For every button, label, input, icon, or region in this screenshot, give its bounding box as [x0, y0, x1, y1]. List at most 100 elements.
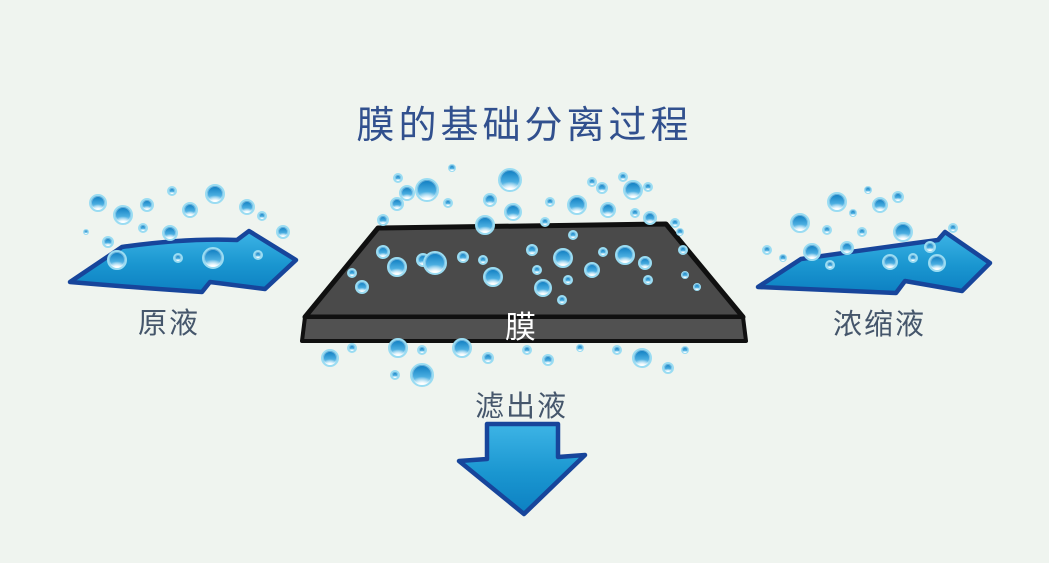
bubble-icon [857, 227, 867, 237]
bubble-icon [399, 185, 415, 201]
bubble-icon [623, 180, 643, 200]
bubble-icon [113, 205, 133, 225]
diagram-title: 膜的基础分离过程 [356, 105, 693, 147]
bubble-icon [681, 271, 689, 279]
membrane-front-edge [300, 315, 748, 343]
bubble-icon [908, 253, 918, 263]
bubble-icon [107, 250, 127, 270]
bubble-icon [182, 202, 198, 218]
bubble-icon [205, 184, 225, 204]
bubble-icon [615, 245, 635, 265]
bubble-icon [643, 211, 657, 225]
bubble-icon [557, 295, 567, 305]
bubble-icon [483, 267, 503, 287]
bubble-icon [478, 255, 488, 265]
bubble-icon [643, 275, 653, 285]
bubble-icon [138, 223, 148, 233]
bubble-icon [893, 222, 913, 242]
bubble-icon [662, 362, 674, 374]
bubble-icon [355, 280, 369, 294]
bubble-icon [452, 338, 472, 358]
bubble-icon [540, 217, 550, 227]
bubble-icon [928, 254, 946, 272]
bubble-icon [457, 251, 469, 263]
bubble-icon [600, 202, 616, 218]
bubble-icon [393, 173, 403, 183]
bubble-icon [482, 352, 494, 364]
bubble-icon [567, 195, 587, 215]
bubble-icon [83, 229, 89, 235]
bubble-icon [563, 275, 573, 285]
feed-arrow-icon [67, 228, 299, 295]
bubble-icon [415, 178, 439, 202]
bubble-icon [532, 265, 542, 275]
bubble-icon [276, 225, 290, 239]
bubble-icon [596, 182, 608, 194]
bubble-icon [167, 186, 177, 196]
bubble-icon [498, 168, 522, 192]
permeate-arrow-icon [456, 421, 588, 517]
bubble-icon [568, 230, 578, 240]
bubble-icon [526, 244, 538, 256]
bubble-icon [387, 257, 407, 277]
membrane-label: 膜 [505, 310, 538, 345]
bubble-icon [388, 338, 408, 358]
bubble-icon [390, 370, 400, 380]
bubble-icon [840, 241, 854, 255]
bubble-icon [762, 245, 772, 255]
bubble-icon [924, 241, 936, 253]
bubble-icon [618, 172, 628, 182]
feed-label: 原液 [138, 308, 201, 340]
bubble-icon [790, 213, 810, 233]
bubble-icon [475, 215, 495, 235]
concentrate-label: 浓缩液 [833, 309, 927, 341]
bubble-icon [827, 192, 847, 212]
bubble-icon [864, 186, 872, 194]
bubble-icon [173, 253, 183, 263]
bubble-icon [257, 211, 267, 221]
bubble-icon [584, 262, 600, 278]
bubble-icon [948, 223, 958, 233]
bubble-icon [670, 218, 680, 228]
permeate-label: 滤出液 [475, 391, 569, 423]
bubble-icon [483, 193, 497, 207]
bubble-icon [882, 254, 898, 270]
bubble-icon [825, 260, 835, 270]
bubble-icon [822, 225, 832, 235]
bubble-icon [417, 345, 427, 355]
bubble-icon [140, 198, 154, 212]
bubble-icon [545, 197, 555, 207]
bubble-icon [423, 251, 447, 275]
bubble-icon [779, 254, 787, 262]
bubble-icon [612, 345, 622, 355]
bubble-icon [638, 256, 652, 270]
bubble-icon [376, 245, 390, 259]
membrane-slab [300, 221, 748, 343]
bubble-icon [347, 268, 357, 278]
bubble-icon [587, 177, 597, 187]
bubble-icon [693, 283, 701, 291]
bubble-icon [162, 225, 178, 241]
bubble-icon [504, 203, 522, 221]
bubble-icon [576, 344, 584, 352]
bubble-icon [872, 197, 888, 213]
bubble-icon [553, 248, 573, 268]
bubble-icon [239, 199, 255, 215]
bubble-icon [598, 247, 608, 257]
bubble-icon [542, 354, 554, 366]
bubble-icon [390, 197, 404, 211]
bubble-icon [534, 279, 552, 297]
bubble-icon [522, 345, 532, 355]
bubble-icon [676, 228, 684, 236]
bubble-icon [630, 208, 640, 218]
bubble-icon [253, 250, 263, 260]
bubble-icon [678, 245, 688, 255]
bubble-icon [202, 247, 224, 269]
bubble-icon [347, 343, 357, 353]
bubble-icon [681, 346, 689, 354]
bubble-icon [892, 191, 904, 203]
bubble-icon [410, 363, 434, 387]
bubble-icon [377, 214, 389, 226]
